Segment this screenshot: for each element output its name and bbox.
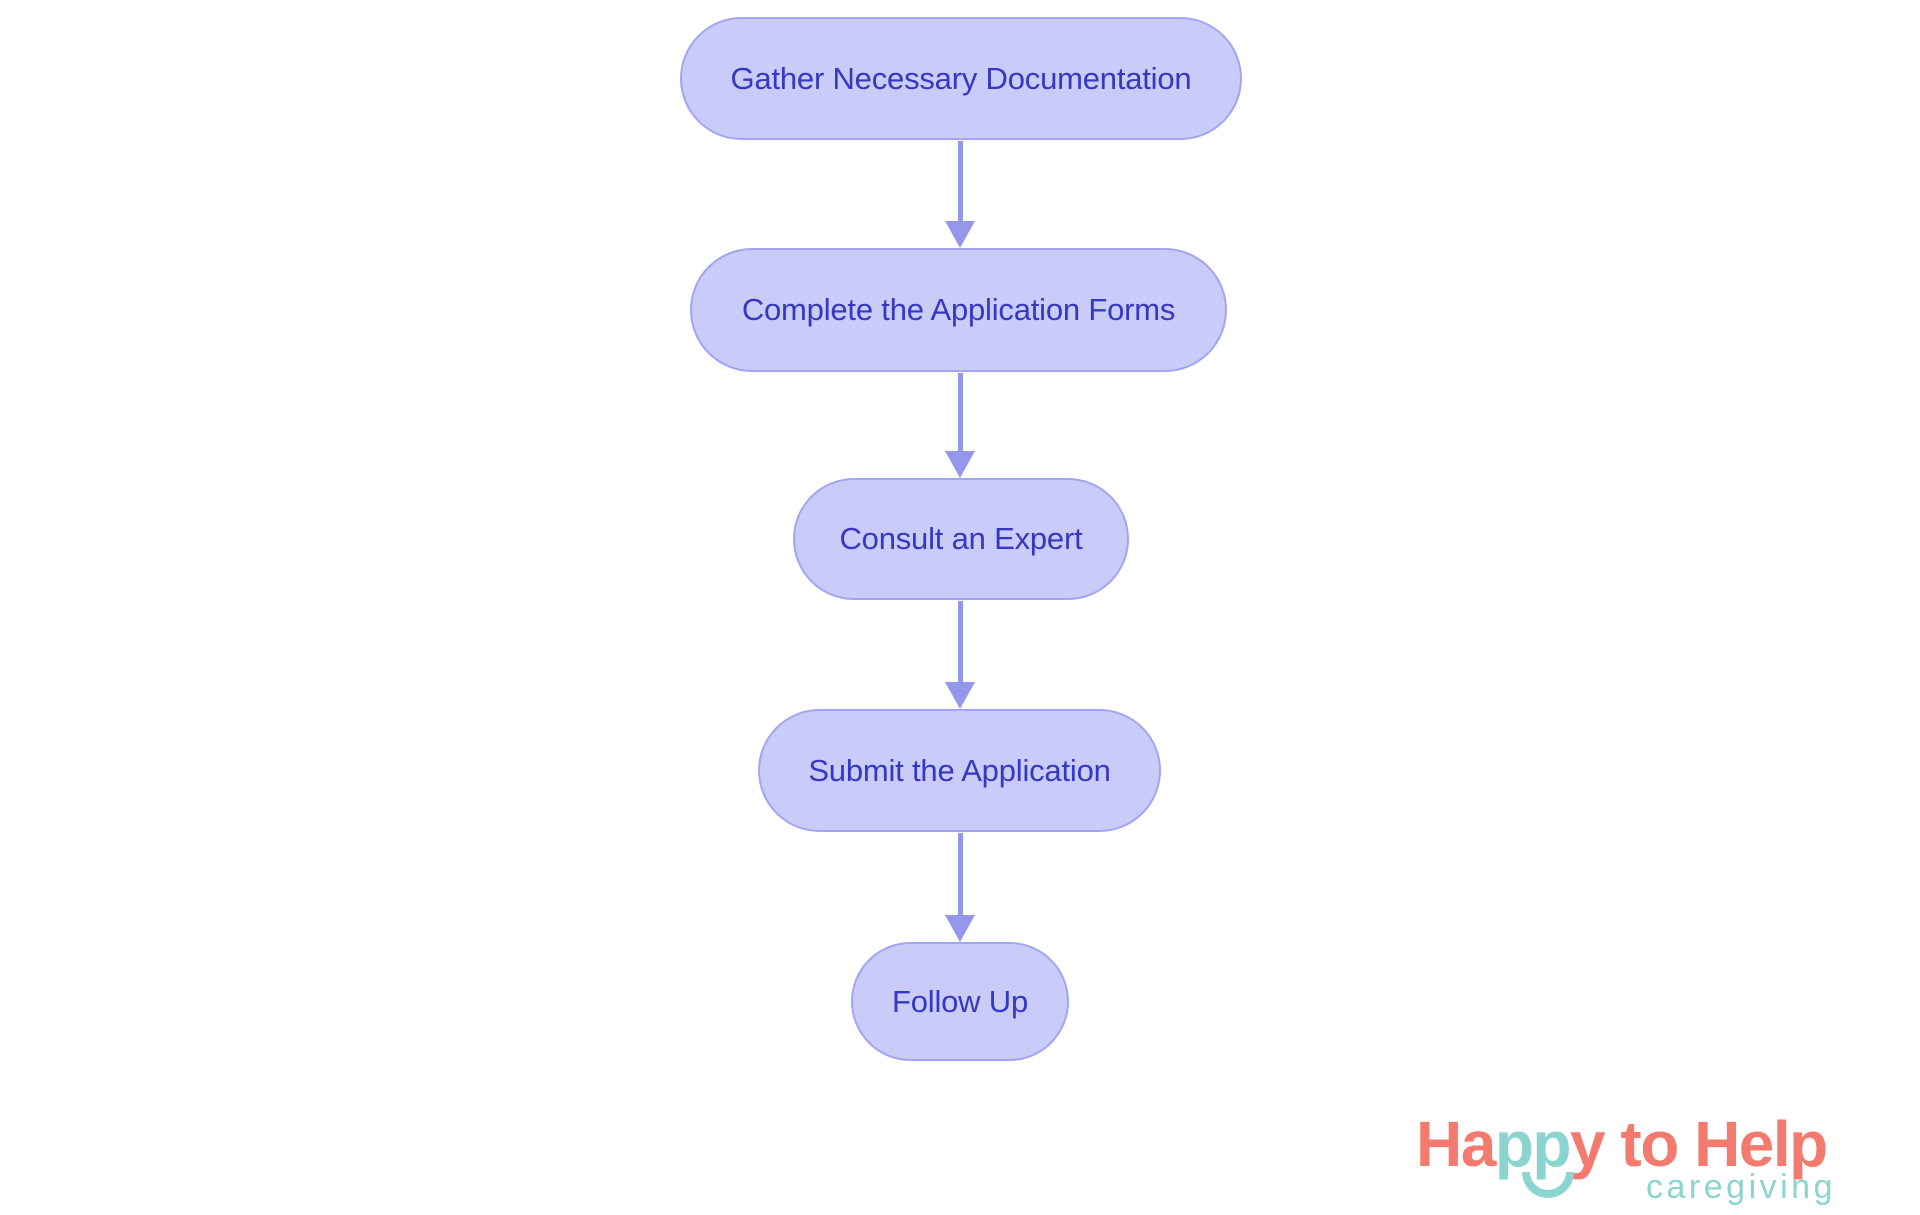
flow-node-label: Submit the Application — [808, 752, 1111, 788]
flow-node-label: Gather Necessary Documentation — [730, 60, 1192, 96]
arrowhead-icon — [945, 221, 975, 248]
arrow-connector-1 — [958, 141, 963, 222]
arrow-connector-2 — [958, 373, 963, 452]
arrowhead-icon — [945, 915, 975, 942]
arrowhead-icon — [945, 682, 975, 709]
logo-text-coral: y — [1570, 1108, 1606, 1180]
flow-node-label: Follow Up — [891, 983, 1029, 1019]
flow-node-label: Consult an Expert — [839, 521, 1083, 556]
flow-node-consult-expert: Consult an Expert — [793, 478, 1129, 600]
logo-text-coral: to Help — [1604, 1108, 1828, 1180]
logo-subtitle: caregiving — [1646, 1168, 1836, 1206]
flow-node-follow-up: Follow Up — [851, 942, 1069, 1061]
flow-node-label: Complete the Application Forms — [741, 292, 1176, 327]
arrow-connector-4 — [958, 833, 963, 916]
logo-text-coral: Ha — [1416, 1108, 1496, 1180]
flow-node-complete-forms: Complete the Application Forms — [690, 248, 1227, 372]
logo-wordmark: Happy to Help — [1416, 1112, 1878, 1176]
flow-node-submit-application: Submit the Application — [758, 709, 1161, 832]
smile-icon — [1522, 1172, 1574, 1198]
flow-node-gather-documentation: Gather Necessary Documentation — [680, 17, 1242, 140]
arrow-connector-3 — [958, 601, 963, 683]
happy-to-help-logo: Happy to Help caregiving — [1416, 1112, 1878, 1212]
logo-text-teal-pp: pp — [1494, 1108, 1572, 1180]
arrowhead-icon — [945, 451, 975, 478]
